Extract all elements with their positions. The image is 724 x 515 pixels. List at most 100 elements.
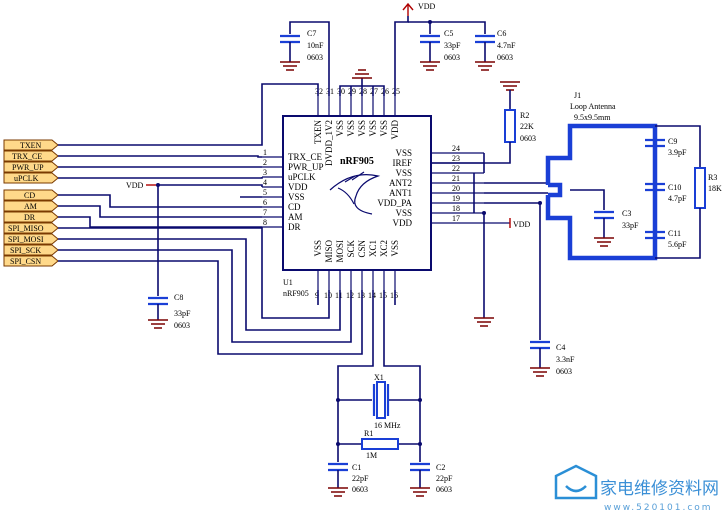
svg-text:TRX_CE: TRX_CE xyxy=(12,152,42,161)
capacitor-c5: C5 33pF 0603 xyxy=(420,29,461,71)
svg-text:VSS: VSS xyxy=(357,120,367,137)
svg-text:SPI_SCK: SPI_SCK xyxy=(10,246,41,255)
svg-text:MISO: MISO xyxy=(324,240,334,263)
svg-text:ANT1: ANT1 xyxy=(389,188,412,198)
svg-text:27: 27 xyxy=(370,87,378,96)
svg-text:22K: 22K xyxy=(520,122,534,131)
svg-text:DR: DR xyxy=(288,222,301,232)
svg-text:29: 29 xyxy=(348,87,356,96)
svg-text:0603: 0603 xyxy=(497,53,513,62)
svg-text:16: 16 xyxy=(390,291,398,300)
loop-antenna-j1: J1 Loop Antenna 9.5x9.5mm xyxy=(545,91,658,261)
svg-text:VDD: VDD xyxy=(418,2,436,11)
svg-text:0603: 0603 xyxy=(520,134,536,143)
right-vss-rail xyxy=(473,153,494,327)
svg-text:R3: R3 xyxy=(708,173,717,182)
svg-text:C5: C5 xyxy=(444,29,453,38)
svg-text:C9: C9 xyxy=(668,137,677,146)
svg-text:28: 28 xyxy=(359,87,367,96)
svg-text:22pF: 22pF xyxy=(436,474,453,483)
svg-text:33pF: 33pF xyxy=(622,221,639,230)
svg-text:AM: AM xyxy=(24,202,37,211)
svg-text:VSS: VSS xyxy=(288,192,305,202)
capacitor-c1: C1 22pF 0603 xyxy=(328,444,369,497)
svg-text:10nF: 10nF xyxy=(307,41,324,50)
resistor-r3: R3 18K xyxy=(655,125,722,259)
svg-text:VDD: VDD xyxy=(126,181,144,190)
svg-text:18: 18 xyxy=(452,204,460,213)
net-tag-txen: TXEN xyxy=(3,139,59,151)
net-tag-pwr-up: PWR_UP xyxy=(3,161,59,173)
svg-text:15: 15 xyxy=(379,291,387,300)
svg-text:C8: C8 xyxy=(174,293,183,302)
net-tag-trx-ce: TRX_CE xyxy=(3,150,59,162)
svg-text:20: 20 xyxy=(452,184,460,193)
wire-group xyxy=(58,83,363,355)
svg-text:uPCLK: uPCLK xyxy=(14,174,39,183)
watermark-text: 家电维修资料网 xyxy=(600,479,719,499)
svg-text:3.3nF: 3.3nF xyxy=(556,355,575,364)
capacitor-c11: C11 5.6pF xyxy=(645,229,687,249)
svg-text:C4: C4 xyxy=(556,343,565,352)
net-tag-dr: DR xyxy=(3,211,59,223)
svg-text:VSS: VSS xyxy=(346,120,356,137)
svg-text:AM: AM xyxy=(288,212,303,222)
svg-text:SPI_MISO: SPI_MISO xyxy=(8,224,44,233)
svg-text:22pF: 22pF xyxy=(352,474,369,483)
svg-text:21: 21 xyxy=(452,174,460,183)
svg-text:0603: 0603 xyxy=(174,321,190,330)
antenna-feed xyxy=(484,182,548,340)
capacitor-c3: C3 33pF xyxy=(570,189,639,247)
svg-text:13: 13 xyxy=(357,291,365,300)
svg-text:Loop Antenna: Loop Antenna xyxy=(570,102,616,111)
net-tag-spi-csn: SPI_CSN xyxy=(3,255,59,267)
net-tag-am: AM xyxy=(3,200,59,212)
svg-text:VSS: VSS xyxy=(335,120,345,137)
svg-text:CSN: CSN xyxy=(357,240,367,258)
svg-text:0603: 0603 xyxy=(556,367,572,376)
svg-text:18K: 18K xyxy=(708,184,722,193)
svg-text:PWR_UP: PWR_UP xyxy=(288,162,324,172)
svg-text:0603: 0603 xyxy=(444,53,460,62)
resistor-r1: R1 1M xyxy=(361,429,399,460)
svg-text:23: 23 xyxy=(452,154,460,163)
chip-ref: U1 xyxy=(283,278,293,287)
svg-text:VSS: VSS xyxy=(395,168,412,178)
svg-text:24: 24 xyxy=(452,144,460,153)
svg-text:31: 31 xyxy=(326,87,334,96)
svg-text:9: 9 xyxy=(315,291,319,300)
svg-text:19: 19 xyxy=(452,194,460,203)
svg-text:SPI_MOSI: SPI_MOSI xyxy=(8,235,44,244)
svg-text:VDD: VDD xyxy=(390,120,400,140)
svg-text:1M: 1M xyxy=(366,451,377,460)
svg-text:VSS: VSS xyxy=(368,120,378,137)
svg-text:25: 25 xyxy=(392,87,400,96)
net-tag-upclk: uPCLK xyxy=(3,172,59,184)
capacitor-c9: C9 3.9pF xyxy=(645,137,687,157)
svg-text:J1: J1 xyxy=(574,91,581,100)
svg-text:26: 26 xyxy=(381,87,389,96)
resistor-r2: R2 22K 0603 xyxy=(431,81,536,164)
top-pins: 32 31 30 29 28 27 26 25 TXEN DVDD_1V2 VS… xyxy=(313,87,400,166)
svg-text:VSS: VSS xyxy=(390,240,400,257)
svg-text:4.7pF: 4.7pF xyxy=(668,194,687,203)
svg-text:C3: C3 xyxy=(622,209,631,218)
svg-text:14: 14 xyxy=(368,291,376,300)
svg-text:33pF: 33pF xyxy=(444,41,461,50)
svg-text:16 MHz: 16 MHz xyxy=(374,421,401,430)
svg-text:6: 6 xyxy=(263,198,267,207)
svg-text:IREF: IREF xyxy=(392,158,412,168)
vdd-left: VDD xyxy=(126,181,263,296)
svg-text:TXEN: TXEN xyxy=(20,141,42,150)
net-tag-spi-mosi: SPI_MOSI xyxy=(3,233,59,245)
svg-text:PWR_UP: PWR_UP xyxy=(12,163,44,172)
svg-text:33pF: 33pF xyxy=(174,309,191,318)
capacitor-c10: C10 4.7pF xyxy=(645,182,687,203)
svg-text:12: 12 xyxy=(346,291,354,300)
svg-text:5.6pF: 5.6pF xyxy=(668,240,687,249)
